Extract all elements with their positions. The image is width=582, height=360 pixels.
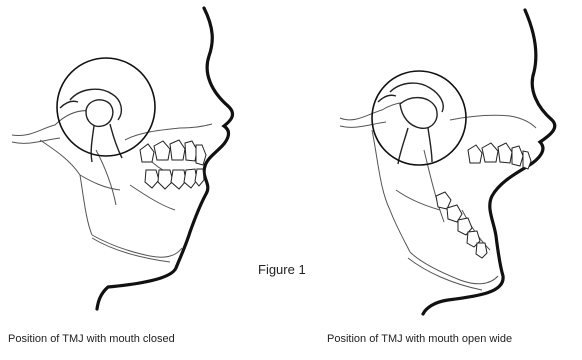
lower-teeth-left: [145, 169, 204, 189]
upper-teeth-left: [140, 140, 206, 165]
caption-mouth-closed: Position of TMJ with mouth closed: [8, 333, 175, 345]
lower-teeth-right: [436, 192, 487, 258]
tmj-joint-closed: [60, 89, 122, 162]
tmj-joint-open: [378, 83, 443, 164]
figure-label: Figure 1: [258, 262, 306, 277]
panel-mouth-closed: [12, 8, 233, 309]
caption-mouth-open: Position of TMJ with mouth open wide: [327, 333, 512, 345]
upper-teeth-right: [468, 143, 531, 169]
panel-mouth-open: [340, 10, 555, 314]
